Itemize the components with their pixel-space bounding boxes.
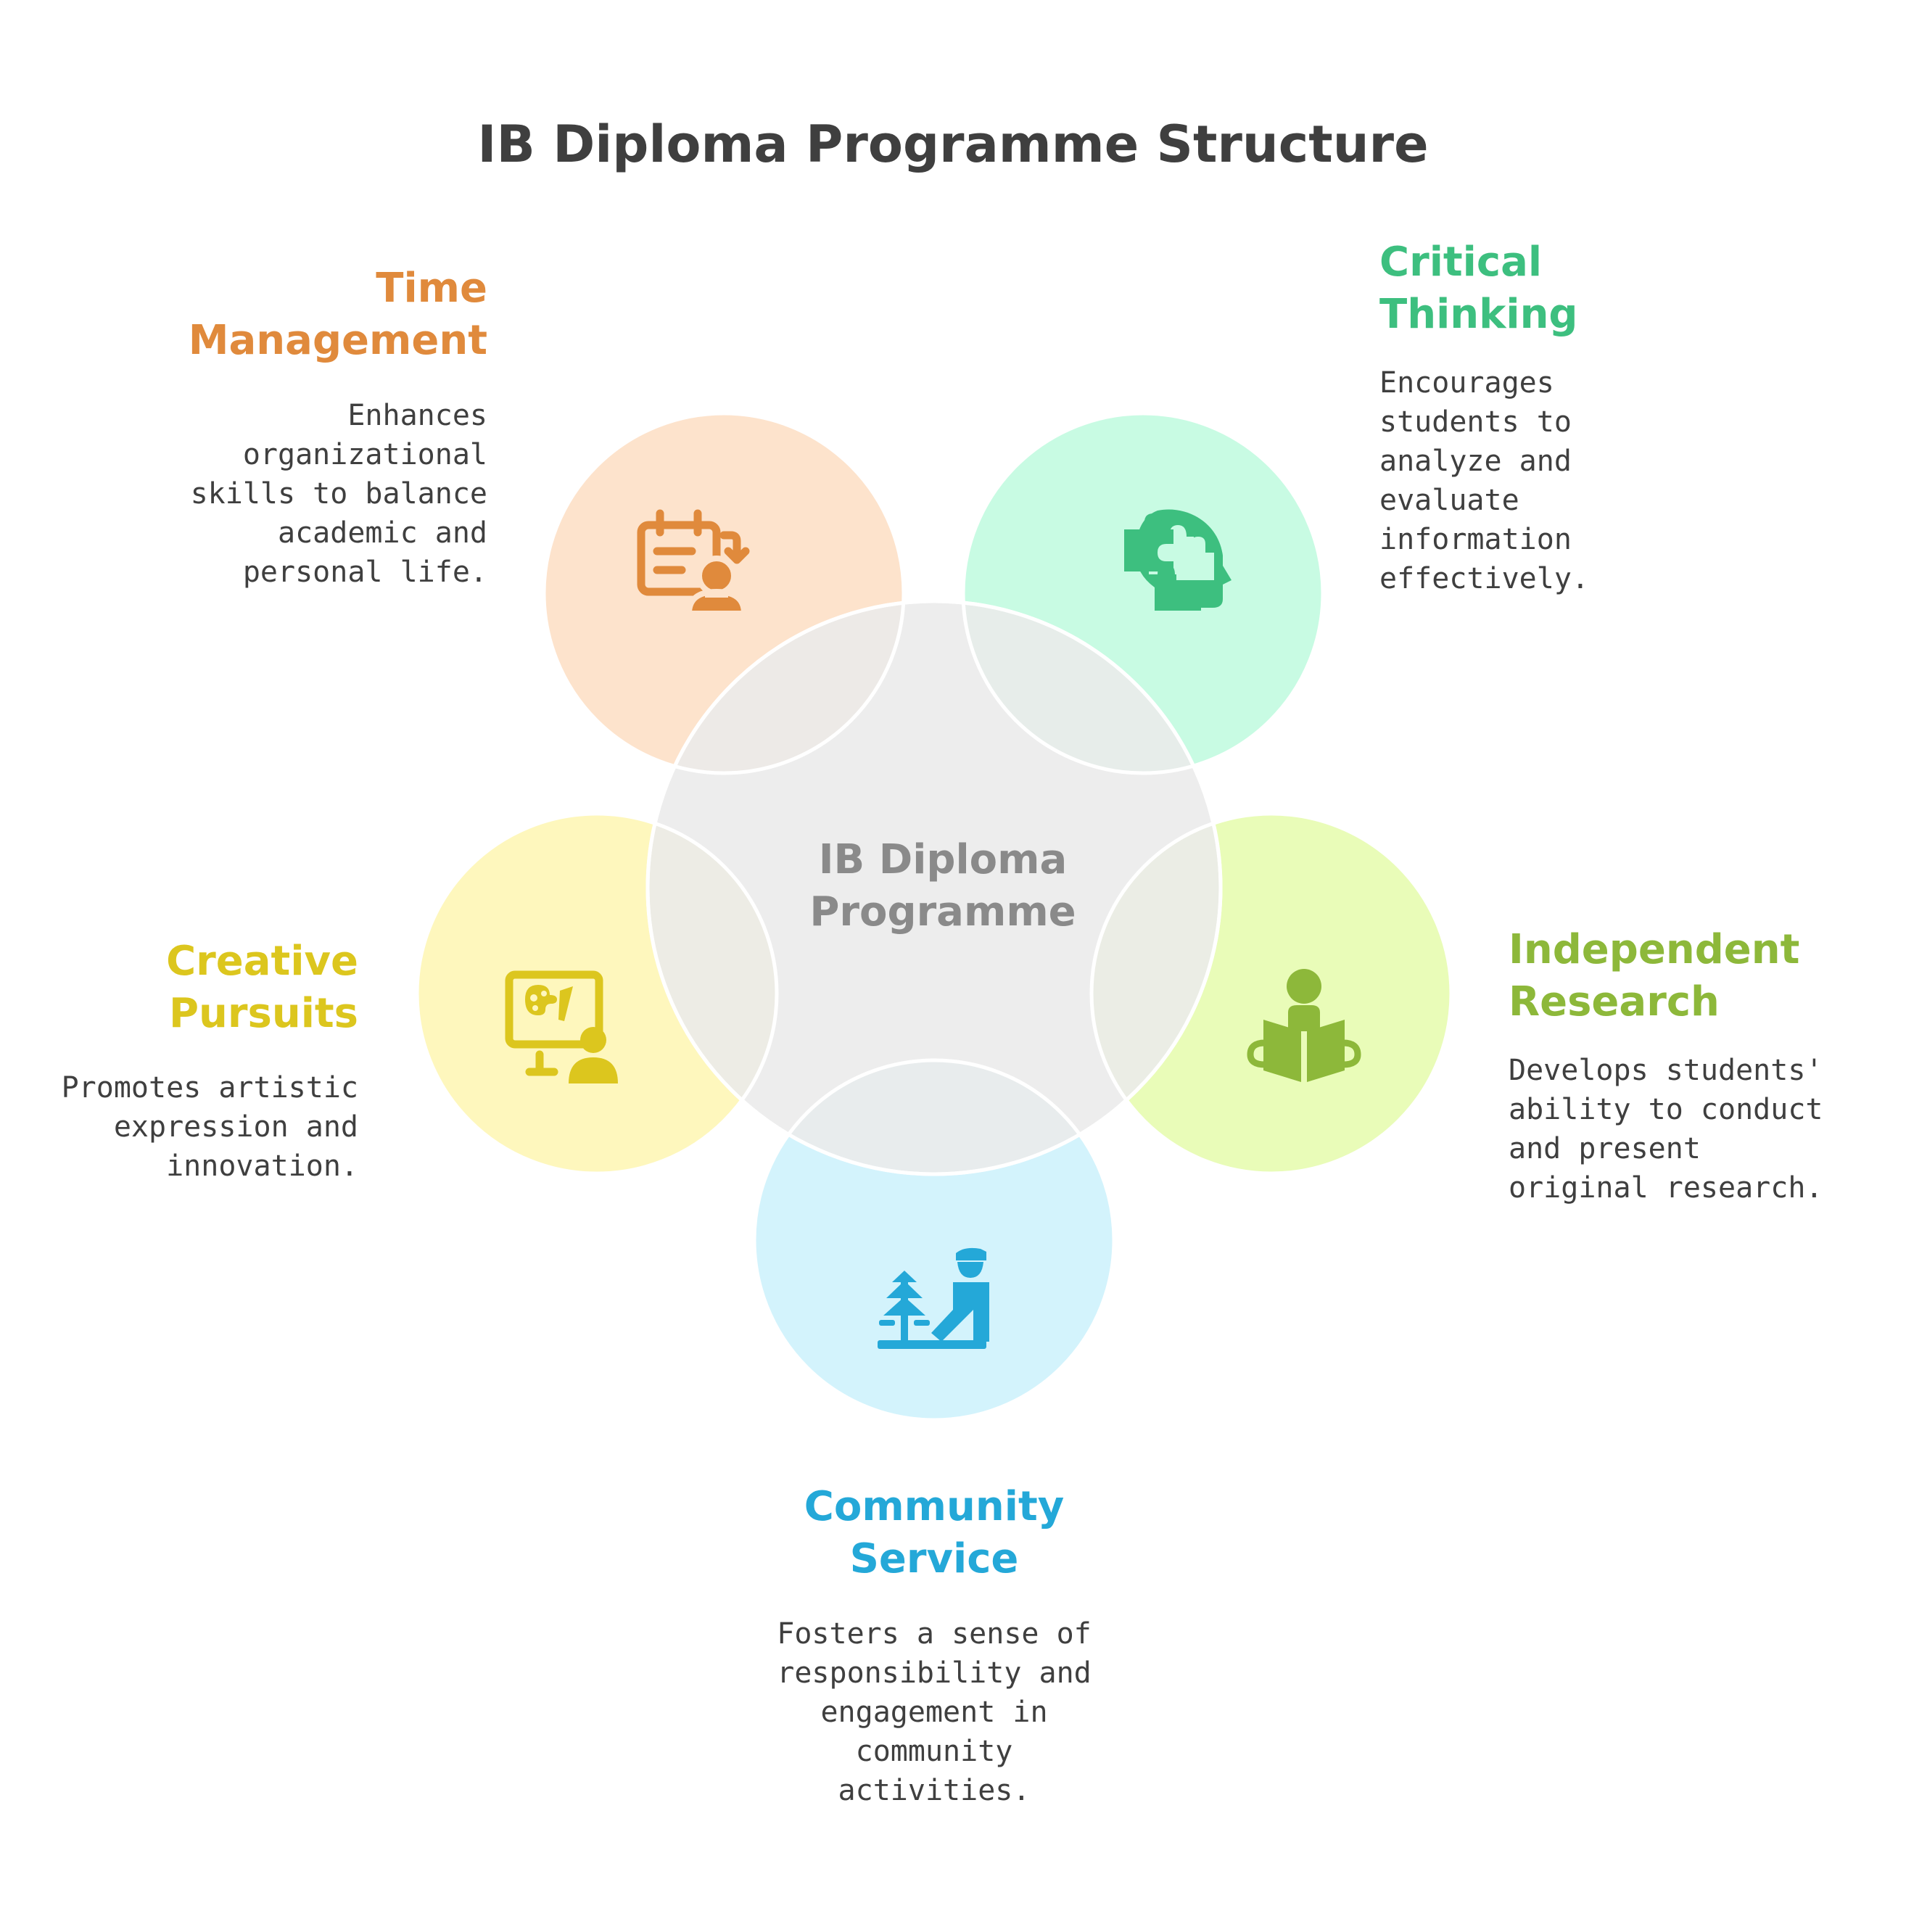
ring-independent-research (1089, 812, 1453, 1176)
heading-time-management: Time Management (188, 265, 487, 364)
art-monitor-person-icon (505, 970, 618, 1083)
puzzle-head-icon (1124, 509, 1232, 611)
ring-center (645, 599, 1223, 1176)
diagram-title: IB Diploma Programme Structure (477, 115, 1429, 174)
desc-community-service: Fosters a sense of responsibility and en… (777, 1617, 1092, 1807)
heading-independent-research: Independent Research (1509, 926, 1800, 1025)
desc-time-management: Enhances organizational skills to balanc… (190, 399, 487, 589)
calendar-person-icon (637, 509, 750, 616)
center-label: IB Diploma Programme (809, 836, 1076, 936)
heading-critical-thinking: Critical Thinking (1379, 239, 1578, 338)
ring-time-management (542, 411, 906, 775)
desc-critical-thinking: Encourages students to analyze and evalu… (1379, 366, 1589, 595)
ring-critical-thinking (961, 411, 1325, 775)
ring-community-service (752, 1058, 1116, 1422)
heading-creative-pursuits: Creative Pursuits (166, 938, 358, 1037)
person-reading-icon (1247, 969, 1361, 1082)
ring-creative-pursuits (415, 812, 779, 1176)
person-planting-tree-icon (878, 1247, 989, 1349)
heading-community-service: Community Service (804, 1483, 1065, 1582)
desc-creative-pursuits: Promotes artistic expression and innovat… (61, 1071, 358, 1183)
desc-independent-research: Develops students' ability to conduct an… (1509, 1054, 1823, 1205)
